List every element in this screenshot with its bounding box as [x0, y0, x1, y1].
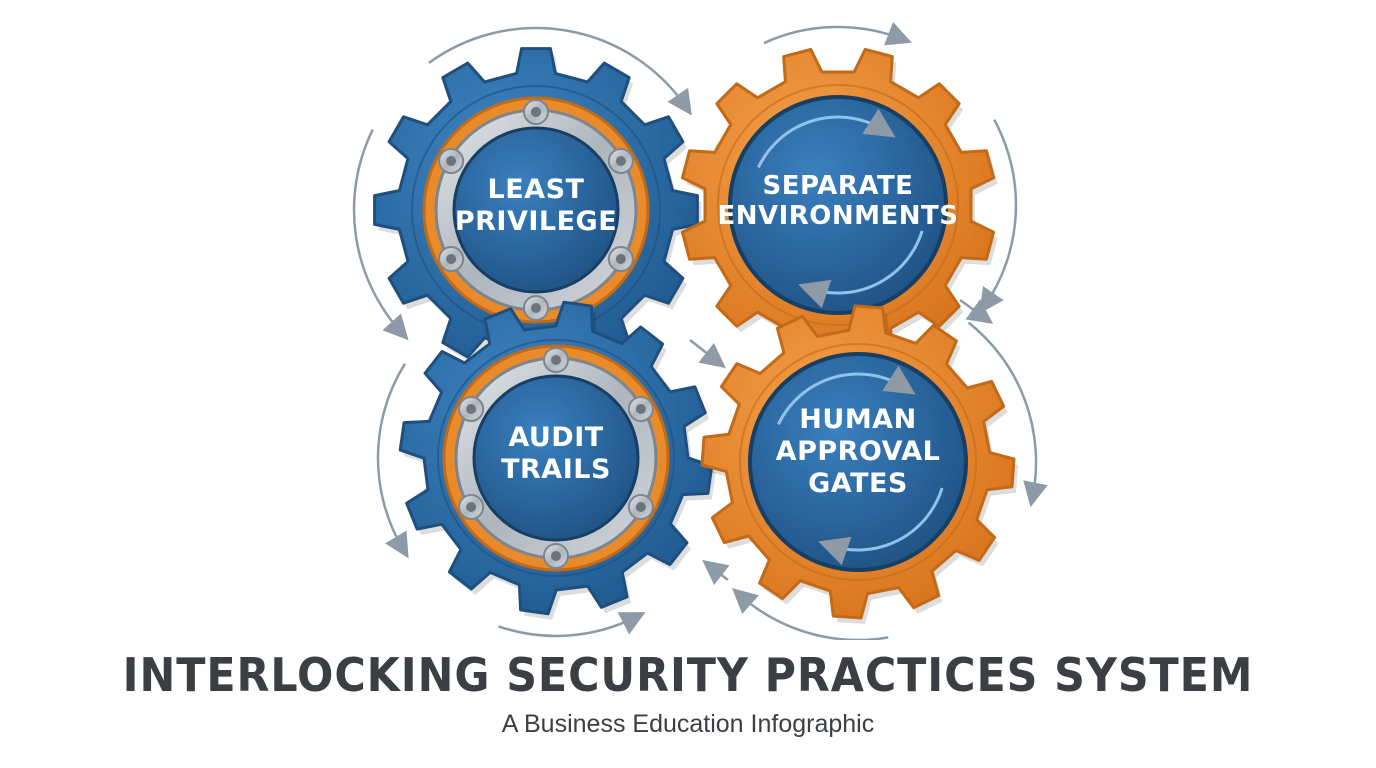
gear-human-approval-gates: HUMAN APPROVAL GATES [700, 304, 1018, 624]
infographic-subtitle: A Business Education Infographic [501, 710, 875, 738]
gear-label-trails: TRAILS [501, 454, 611, 485]
gear-label-least: LEAST [488, 174, 585, 205]
connector-arrow-icon [702, 559, 730, 586]
gear-bevel [717, 84, 959, 326]
rotation-arrow-icon [967, 321, 1048, 508]
bolt-icon [466, 404, 477, 414]
bolt-icon [551, 355, 561, 365]
bolt-icon [466, 502, 477, 512]
gear-label-environments: ENVIRONMENTS [717, 201, 958, 231]
inner-arrow-icon [777, 365, 916, 426]
motion-arrows [352, 22, 1048, 640]
bolt-icon [531, 107, 541, 117]
rotation-arrow-icon [979, 119, 1018, 314]
inner-arrow-icon [818, 487, 944, 566]
gear-label-approval: APPROVAL [776, 436, 941, 467]
infographic-title: INTERLOCKING SECURITY PRACTICES SYSTEM [122, 648, 1254, 702]
gear-label-human: HUMAN [799, 404, 916, 435]
gear-label-gates: GATES [808, 468, 908, 499]
connector-arrow-icon [689, 339, 726, 369]
bolt-icon [635, 502, 646, 512]
bolt-icon [446, 156, 457, 166]
bolt-icon [615, 254, 626, 264]
bolt-icon [615, 156, 626, 166]
gear-body-blue-1 [373, 47, 702, 378]
gear-separate-environments: SEPARATE ENVIRONMENTS [680, 47, 998, 367]
gear-body-orange-2 [700, 304, 1018, 624]
inner-disc [472, 374, 640, 542]
bolt-icon [531, 303, 541, 313]
rotation-arrow-icon [352, 128, 409, 341]
inner-arrow-icon [798, 230, 924, 309]
bolt-icon [446, 254, 457, 264]
gear-body-orange-1 [680, 47, 998, 367]
gear-label-separate: SEPARATE [763, 171, 914, 201]
connector-arrow-icon [959, 298, 994, 324]
inner-disc [728, 95, 948, 315]
gear-label-audit: AUDIT [508, 422, 603, 453]
gear-label-privilege: PRIVILEGE [455, 206, 617, 237]
inner-arrow-icon [757, 108, 896, 169]
rotation-arrow-icon [376, 363, 409, 559]
gear-bevel [437, 339, 675, 577]
bolt-icon [635, 404, 646, 414]
inner-disc [452, 126, 620, 294]
gear-bevel [739, 343, 977, 581]
rotation-arrow-icon [498, 612, 646, 638]
rotation-arrow-icon [428, 26, 692, 116]
gear-diagram: LEAST PRIVILEGE SEPARATE ENVIRONMENTS AU… [352, 22, 1048, 640]
gear-least-privilege: LEAST PRIVILEGE [373, 47, 702, 378]
inner-disc [748, 352, 968, 572]
gear-body-blue-2 [398, 300, 716, 620]
rotation-arrow-icon [763, 22, 912, 46]
gear-audit-trails: AUDIT TRAILS [398, 300, 716, 620]
bolt-icon [551, 551, 561, 561]
rotation-arrow-icon [731, 588, 889, 640]
